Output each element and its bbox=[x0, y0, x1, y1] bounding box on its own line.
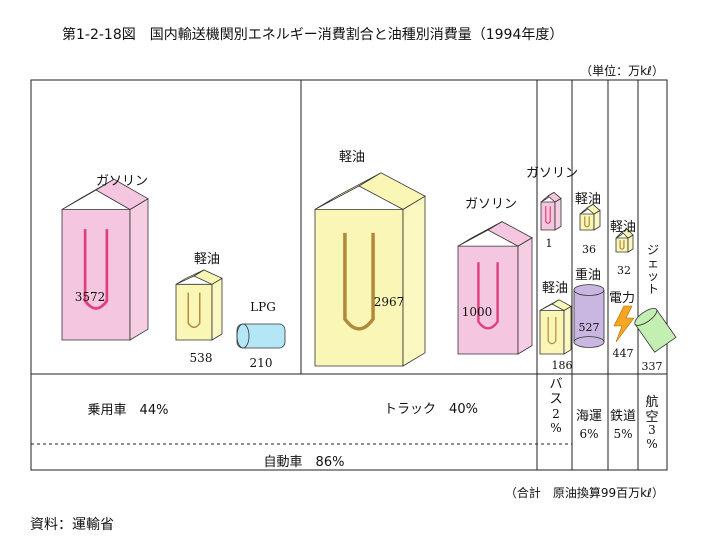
value-air-jet: 337 bbox=[642, 360, 663, 373]
mark-bus-diesel bbox=[539, 299, 572, 355]
label-car-gasoline: ガソリン bbox=[96, 174, 148, 189]
chart-title: 第1-2-18図 国内輸送機関別エネルギー消費割合と油種別消費量（1994年度） bbox=[62, 27, 564, 43]
value-bus-gasoline: 1 bbox=[546, 237, 553, 250]
mark-truck-gasoline bbox=[457, 221, 533, 355]
unit-label: （単位：万kℓ） bbox=[580, 64, 664, 78]
group-truck: トラック 40% bbox=[384, 402, 478, 417]
value-rail-diesel: 32 bbox=[617, 264, 631, 277]
value-car-diesel: 538 bbox=[190, 351, 213, 365]
mark-car-diesel bbox=[175, 269, 223, 341]
value-car-diesel2: 210 bbox=[250, 356, 273, 370]
mark-rail-diesel bbox=[615, 228, 634, 253]
label-bus-diesel: 軽油 bbox=[542, 281, 568, 296]
label-truck-gasoline: ガソリン bbox=[465, 197, 517, 212]
group-ship-share: 6% bbox=[579, 427, 598, 441]
group-rail-share: 5% bbox=[613, 427, 632, 441]
label-ship-heavy: 重油 bbox=[575, 267, 601, 283]
mark-car-gasoline bbox=[61, 178, 149, 341]
label-rail-diesel: 軽油 bbox=[610, 220, 636, 235]
value-rail-electric: 447 bbox=[613, 347, 634, 360]
value-truck-diesel: 2967 bbox=[374, 295, 405, 309]
mark-bus-gasoline bbox=[540, 191, 562, 231]
label-car-diesel: 軽油 bbox=[194, 252, 220, 267]
chart-marks bbox=[61, 172, 677, 367]
group-car: 乗用車 44% bbox=[88, 403, 169, 418]
value-car-gasoline: 3572 bbox=[75, 290, 106, 304]
label-air-jet: ジェット bbox=[647, 243, 659, 296]
mark-ship-diesel bbox=[579, 203, 601, 231]
chart-frame bbox=[30, 79, 668, 471]
group-air-share: 3% bbox=[646, 423, 657, 451]
value-truck-gasoline: 1000 bbox=[462, 305, 493, 319]
source-note: 資料：運輸省 bbox=[30, 517, 114, 533]
group-air: 航空 bbox=[645, 394, 658, 425]
group-bus-share: 2% bbox=[550, 407, 561, 435]
label-ship-diesel: 軽油 bbox=[575, 192, 601, 207]
label-car-lpg: LPG bbox=[250, 300, 276, 314]
group-bus: バス bbox=[549, 377, 562, 407]
mark-truck-diesel bbox=[314, 172, 426, 367]
value-ship-heavy: 527 bbox=[579, 321, 600, 334]
total-label: （合計 原油換算99百万kℓ） bbox=[504, 486, 664, 500]
value-ship-diesel: 36 bbox=[582, 243, 596, 256]
value-bus-diesel: 186 bbox=[552, 359, 573, 372]
mark-car-lpg bbox=[236, 323, 286, 349]
chart-border bbox=[30, 79, 668, 471]
mark-ship-heavy bbox=[573, 284, 605, 348]
label-bus-gasoline: ガソリン bbox=[526, 166, 578, 181]
group-automobile: 自動車 86% bbox=[264, 455, 345, 470]
label-rail-electric: 電力 bbox=[609, 291, 635, 306]
group-rail: 鉄道 bbox=[610, 409, 636, 424]
chart-labels: ガソリン 3572 軽油 538 LPG 210 乗用車 44% 軽油 2967 ガソリン 1000… bbox=[75, 150, 663, 470]
mark-air-jet bbox=[634, 307, 677, 353]
mark-rail-electric bbox=[613, 305, 635, 343]
label-truck-diesel: 軽油 bbox=[339, 150, 365, 165]
group-ship: 海運 bbox=[576, 409, 602, 424]
